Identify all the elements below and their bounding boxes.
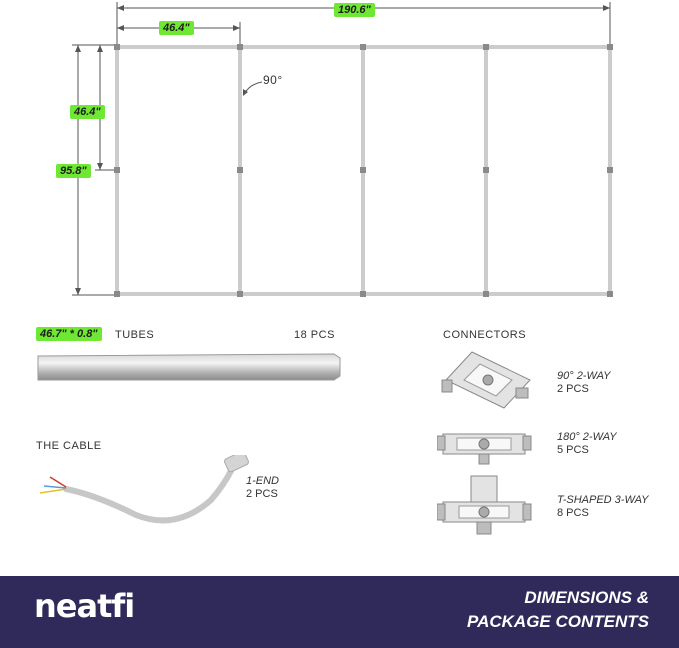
tube-size-label: 46.7" * 0.8" — [36, 327, 102, 341]
connector-t-quantity: 8 PCS — [557, 507, 589, 519]
panel-height-label: 46.4" — [70, 105, 105, 119]
footer-title-line1: DIMENSIONS & — [524, 588, 649, 607]
cable-image — [39, 455, 249, 524]
connector-t-name: T-SHAPED 3-WAY — [557, 494, 649, 506]
connector-180-quantity: 5 PCS — [557, 444, 589, 456]
cable-info: 1-END 2 PCS — [246, 475, 279, 501]
connector-t-info: T-SHAPED 3-WAY 8 PCS — [557, 494, 649, 520]
brand-logo: neatfi — [34, 587, 135, 625]
cable-quantity: 2 PCS — [246, 488, 278, 500]
footer-title-line2: PACKAGE CONTENTS — [467, 612, 649, 631]
connector-90-image — [441, 351, 531, 409]
connector-t-image — [437, 475, 532, 535]
connector-180-info: 180° 2-WAY 5 PCS — [557, 431, 617, 457]
connector-180-name: 180° 2-WAY — [557, 431, 617, 443]
cable-name: 1-END — [246, 475, 280, 487]
connector-90-name: 90° 2-WAY — [557, 370, 611, 382]
tube-image — [37, 353, 341, 381]
frame-diagram — [72, 2, 613, 297]
tubes-quantity: 18 PCS — [294, 329, 335, 341]
connector-90-quantity: 2 PCS — [557, 383, 589, 395]
footer-banner: neatfi DIMENSIONS & PACKAGE CONTENTS — [0, 576, 679, 648]
tubes-heading: TUBES — [115, 329, 155, 341]
cable-heading: THE CABLE — [36, 440, 102, 452]
footer-title: DIMENSIONS & PACKAGE CONTENTS — [467, 586, 649, 634]
total-height-label: 95.8" — [56, 164, 91, 178]
angle-label: 90° — [263, 73, 283, 87]
panel-width-label: 46.4" — [159, 21, 194, 35]
total-width-label: 190.6" — [334, 3, 375, 17]
connector-180-image — [437, 433, 532, 465]
connectors-heading: CONNECTORS — [443, 329, 527, 341]
connector-90-info: 90° 2-WAY 2 PCS — [557, 370, 611, 396]
